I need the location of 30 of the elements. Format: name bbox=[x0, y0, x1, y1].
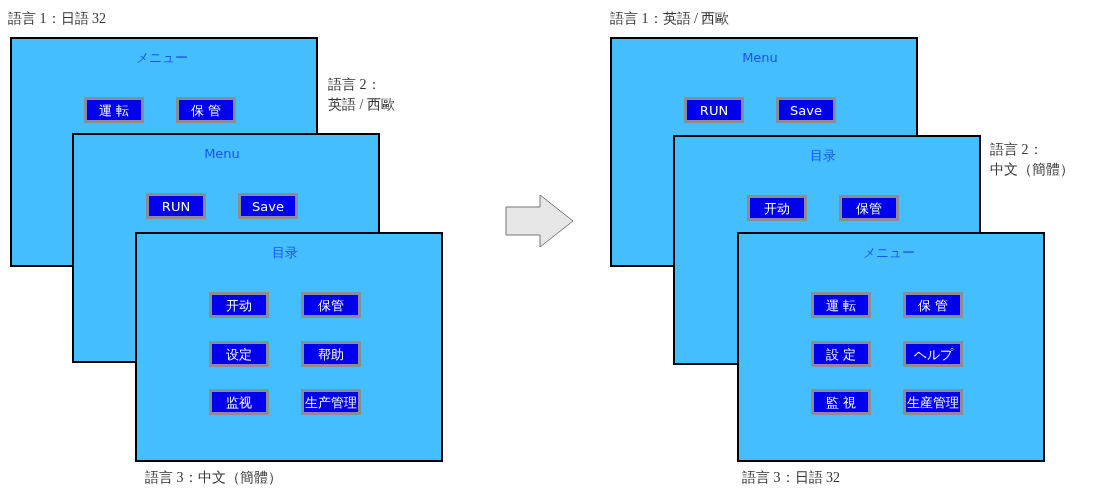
language-label: 語言 1：日語 32 bbox=[8, 10, 107, 28]
screen-button: 保 管 bbox=[176, 97, 236, 123]
screen-button: 保 管 bbox=[903, 292, 963, 318]
language-label: 語言 2：中文（簡體） bbox=[990, 141, 1075, 179]
screen-button: 帮助 bbox=[301, 341, 361, 367]
screen-button: 設 定 bbox=[811, 341, 871, 367]
screen-title: 目录 bbox=[271, 246, 299, 259]
screen-button: 保管 bbox=[839, 195, 899, 221]
screen-button: 運 転 bbox=[811, 292, 871, 318]
screen-button: 保管 bbox=[301, 292, 361, 318]
language-label: 語言 1：英語 / 西歐 bbox=[610, 10, 731, 28]
screen-title: 目录 bbox=[809, 149, 837, 162]
screen-button: 开动 bbox=[209, 292, 269, 318]
screen-button: 监视 bbox=[209, 389, 269, 415]
screen-button: 生产管理 bbox=[301, 389, 361, 415]
language-label: 語言 3：中文（簡體） bbox=[145, 469, 283, 487]
screen-button: 運 転 bbox=[84, 97, 144, 123]
screen-button: ヘルプ bbox=[903, 341, 963, 367]
screen-button: RUN bbox=[684, 97, 744, 123]
screen-title: Menu bbox=[203, 147, 241, 160]
language-label: 語言 3：日語 32 bbox=[742, 469, 841, 487]
screen-button: 生産管理 bbox=[903, 389, 963, 415]
screen-button: 设定 bbox=[209, 341, 269, 367]
screen-button: Save bbox=[776, 97, 836, 123]
screen-title: Menu bbox=[741, 51, 779, 64]
language-label: 語言 2：英語 / 西歐 bbox=[328, 76, 396, 114]
screen-button: RUN bbox=[146, 193, 206, 219]
screen-button: 开动 bbox=[747, 195, 807, 221]
screen-button: 監 視 bbox=[811, 389, 871, 415]
screen-button: Save bbox=[238, 193, 298, 219]
